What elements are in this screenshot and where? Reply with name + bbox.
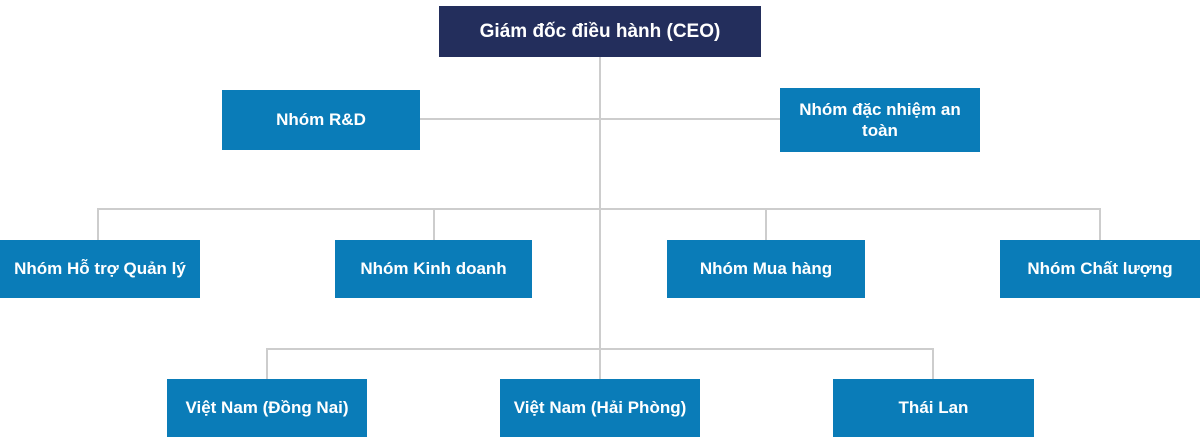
connector-drop-thailand (932, 348, 934, 380)
connector-ceo-vertical (599, 57, 601, 379)
node-ceo-label: Giám đốc điều hành (CEO) (479, 20, 721, 42)
node-management-support-label: Nhóm Hỗ trợ Quản lý (14, 259, 186, 279)
node-vietnam-hai-phong: Việt Nam (Hải Phòng) (500, 379, 700, 437)
node-rnd-team: Nhóm R&D (222, 90, 420, 150)
node-ceo: Giám đốc điều hành (CEO) (439, 6, 761, 57)
node-rnd-team-label: Nhóm R&D (276, 110, 366, 130)
node-purchasing: Nhóm Mua hàng (667, 240, 865, 298)
connector-drop-vietnam-dong-nai (266, 348, 268, 380)
node-safety-taskforce: Nhóm đặc nhiệm an toàn (780, 88, 980, 152)
node-vietnam-dong-nai: Việt Nam (Đồng Nai) (167, 379, 367, 437)
connector-drop-sales (433, 208, 435, 241)
connector-drop-purchasing (765, 208, 767, 241)
connector-staff-horizontal (420, 118, 780, 120)
node-thailand: Thái Lan (833, 379, 1034, 437)
node-purchasing-label: Nhóm Mua hàng (699, 259, 833, 279)
connector-drop-management-support (97, 208, 99, 241)
connector-sites-horizontal (266, 348, 934, 350)
node-quality: Nhóm Chất lượng (1000, 240, 1200, 298)
node-sales: Nhóm Kinh doanh (335, 240, 532, 298)
connector-drop-quality (1099, 208, 1101, 241)
node-vietnam-dong-nai-label: Việt Nam (Đồng Nai) (185, 398, 349, 418)
node-vietnam-hai-phong-label: Việt Nam (Hải Phòng) (513, 398, 687, 418)
connector-departments-horizontal (97, 208, 1101, 210)
node-safety-taskforce-label: Nhóm đặc nhiệm an toàn (799, 99, 961, 140)
node-sales-label: Nhóm Kinh doanh (360, 259, 507, 279)
node-quality-label: Nhóm Chất lượng (1027, 259, 1173, 279)
node-thailand-label: Thái Lan (898, 398, 969, 418)
node-management-support: Nhóm Hỗ trợ Quản lý (0, 240, 200, 298)
